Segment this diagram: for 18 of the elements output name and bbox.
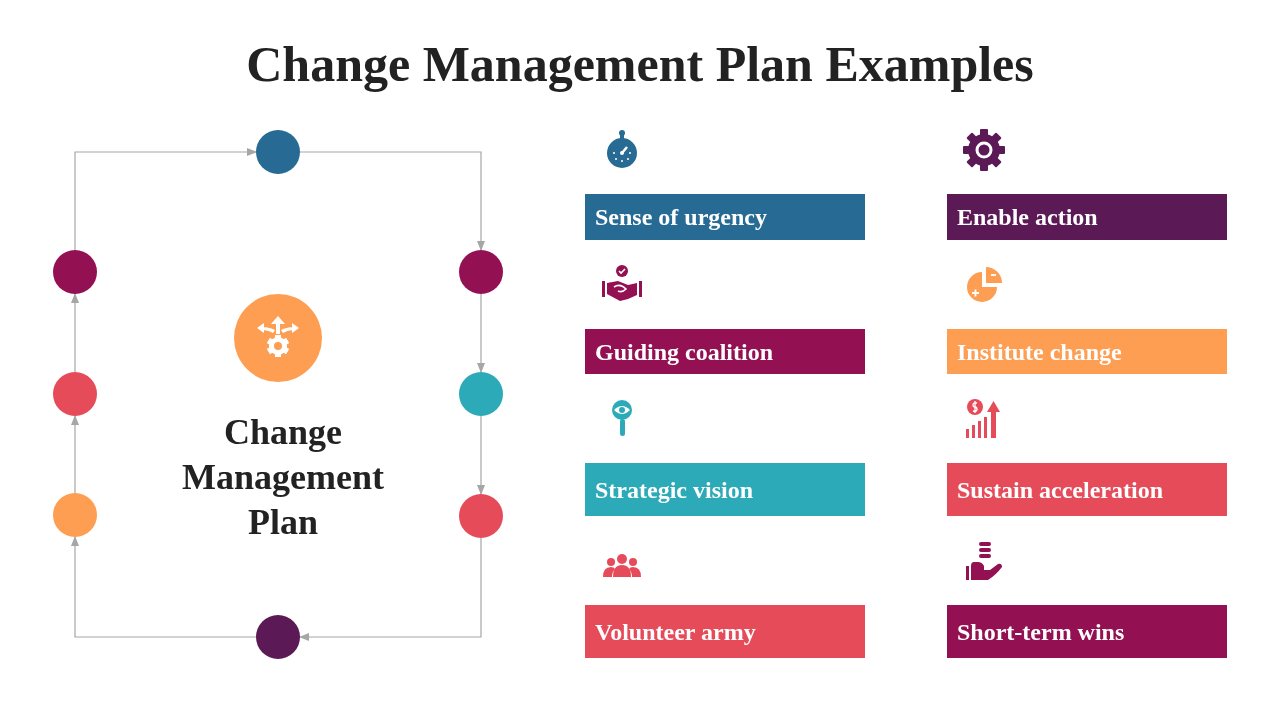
arrow — [299, 151, 485, 251]
arrow — [71, 415, 79, 494]
arrow — [477, 293, 485, 373]
arrow — [299, 537, 482, 641]
step-label-bar: Short-term wins — [947, 605, 1227, 658]
step-label-bar: Volunteer army — [585, 605, 865, 658]
arrow — [71, 536, 257, 638]
center-heading: Change Management Plan — [181, 411, 385, 544]
step-label-bar: Sustain acceleration — [947, 463, 1227, 516]
arrow — [71, 293, 79, 373]
arrow — [477, 415, 485, 495]
step-label-bar: Institute change — [947, 329, 1227, 374]
title: Change Management Plan Examples — [246, 35, 1034, 94]
step-label-bar: Enable action — [947, 194, 1227, 240]
step-label-bar: Guiding coalition — [585, 329, 865, 374]
step-label-bar: Sense of urgency — [585, 194, 865, 240]
arrow — [74, 148, 257, 251]
step-label-bar: Strategic vision — [585, 463, 865, 516]
